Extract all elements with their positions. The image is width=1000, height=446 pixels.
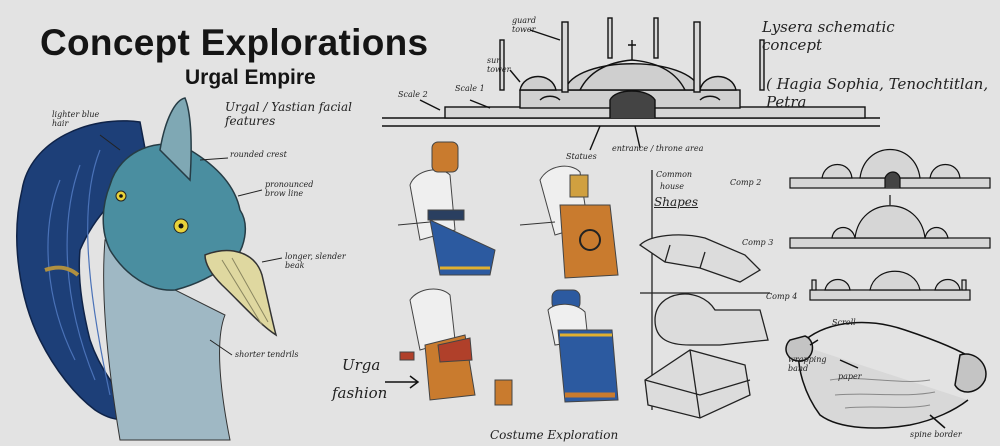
note-tendrils: shorter tendrils (235, 350, 299, 359)
note-brow: pronounced brow line (265, 180, 314, 198)
comp-3-drawing (789, 195, 991, 249)
comp-2-label: Comp 2 (730, 178, 762, 187)
shapes-header-2: house (660, 182, 684, 191)
note-urgal-fashion-1: Urga (342, 356, 381, 374)
scroll-spine-label: spine border (910, 430, 962, 439)
comp-variants (789, 148, 991, 301)
costume-caption: Costume Exploration (490, 428, 619, 442)
palace-elevation (382, 17, 880, 151)
note-facial-features: Urgal / Yastian facial features (225, 100, 353, 128)
costume-figures (385, 141, 619, 406)
note-sun-tower: sun tower (487, 56, 511, 74)
costume-figure-4 (547, 289, 619, 403)
costume-figure-2 (519, 165, 619, 279)
note-crest: rounded crest (230, 150, 287, 159)
comp-3-label: Comp 3 (742, 238, 774, 247)
comp-4-label: Comp 4 (766, 292, 798, 301)
house-shapes (638, 170, 770, 419)
shapes-header-3: Shapes (654, 195, 699, 209)
page-title: Concept Explorations (40, 22, 429, 63)
note-hair: lighter blue hair (52, 110, 100, 128)
costume-figure-3 (399, 288, 513, 406)
note-influences: ( Hagia Sophia, Tenochtitlan, Petra (766, 75, 989, 111)
shapes-header-1: Common (656, 170, 693, 179)
creature-crest (159, 97, 192, 182)
costume-figure-1 (397, 141, 496, 276)
note-entrance: entrance / throne area (612, 144, 704, 153)
note-scale-1: Scale 1 (455, 84, 485, 93)
note-scale-2: Scale 2 (398, 90, 428, 99)
comp-2-drawing (789, 148, 991, 189)
note-guard-tower: guard tower (512, 16, 536, 34)
scroll-illustration (785, 321, 987, 429)
creature-head-illustration (16, 97, 283, 441)
creature-neck (103, 239, 231, 441)
note-urgal-fashion-2: fashion (332, 384, 388, 402)
scroll-label: Scroll (832, 318, 856, 327)
note-statues: Statues (566, 152, 597, 161)
scroll-wrapping-label: wrapping band (788, 355, 827, 373)
note-beak: longer, slender beak (285, 252, 346, 270)
comp-4-drawing (809, 270, 971, 301)
note-concept-title: Lysera schematic concept (762, 18, 895, 54)
page-subtitle: Urgal Empire (185, 66, 316, 89)
scroll-paper-label: paper (838, 372, 862, 381)
creature-beak (204, 249, 278, 337)
